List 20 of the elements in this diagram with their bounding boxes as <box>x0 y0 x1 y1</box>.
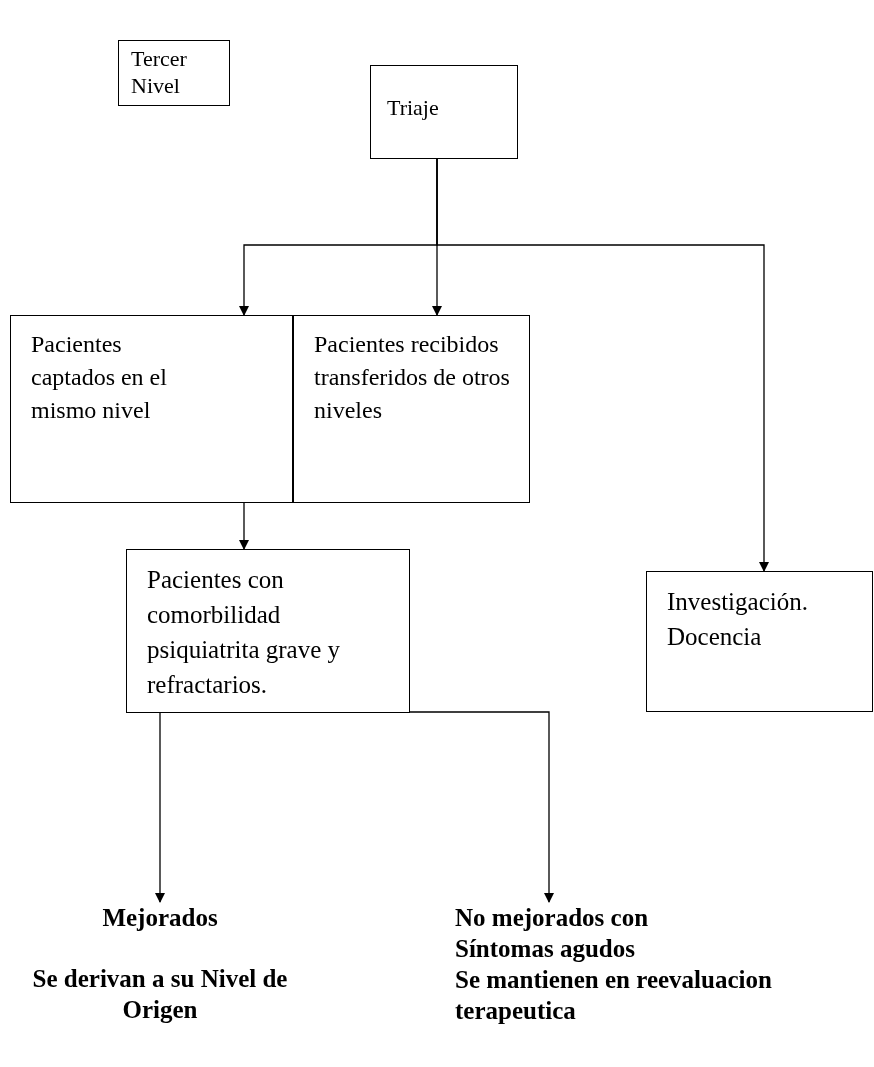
process-box <box>293 315 530 503</box>
box-label: Pacientes captados en el mismo nivel <box>31 330 168 425</box>
arrow <box>436 158 769 572</box>
box-label: Triaje <box>387 94 440 122</box>
process-box <box>10 315 293 503</box>
arrow <box>155 712 165 903</box>
process-box <box>118 40 230 106</box>
outcome-heading: Mejorados <box>101 903 219 933</box>
process-box <box>370 65 518 159</box>
outcome-note: Se derivan a su Nivel de Origen <box>31 964 289 1025</box>
box-label: Pacientes recibidos transferidos de otros niveles <box>314 330 511 425</box>
arrow <box>409 711 554 903</box>
arrow <box>239 502 249 550</box>
outcome-heading: No mejorados con Síntomas agudos <box>455 903 650 964</box>
box-label: Pacientes con comorbilidad psiquiatrita grave y refractarios. <box>147 565 341 700</box>
process-box <box>646 571 873 712</box>
outcome-note: Se mantienen en reevaluacion terapeutica <box>455 965 773 1026</box>
box-label: Investigación. Docencia <box>667 587 809 652</box>
box-label: Tercer Nivel <box>131 45 188 99</box>
process-box <box>126 549 410 713</box>
